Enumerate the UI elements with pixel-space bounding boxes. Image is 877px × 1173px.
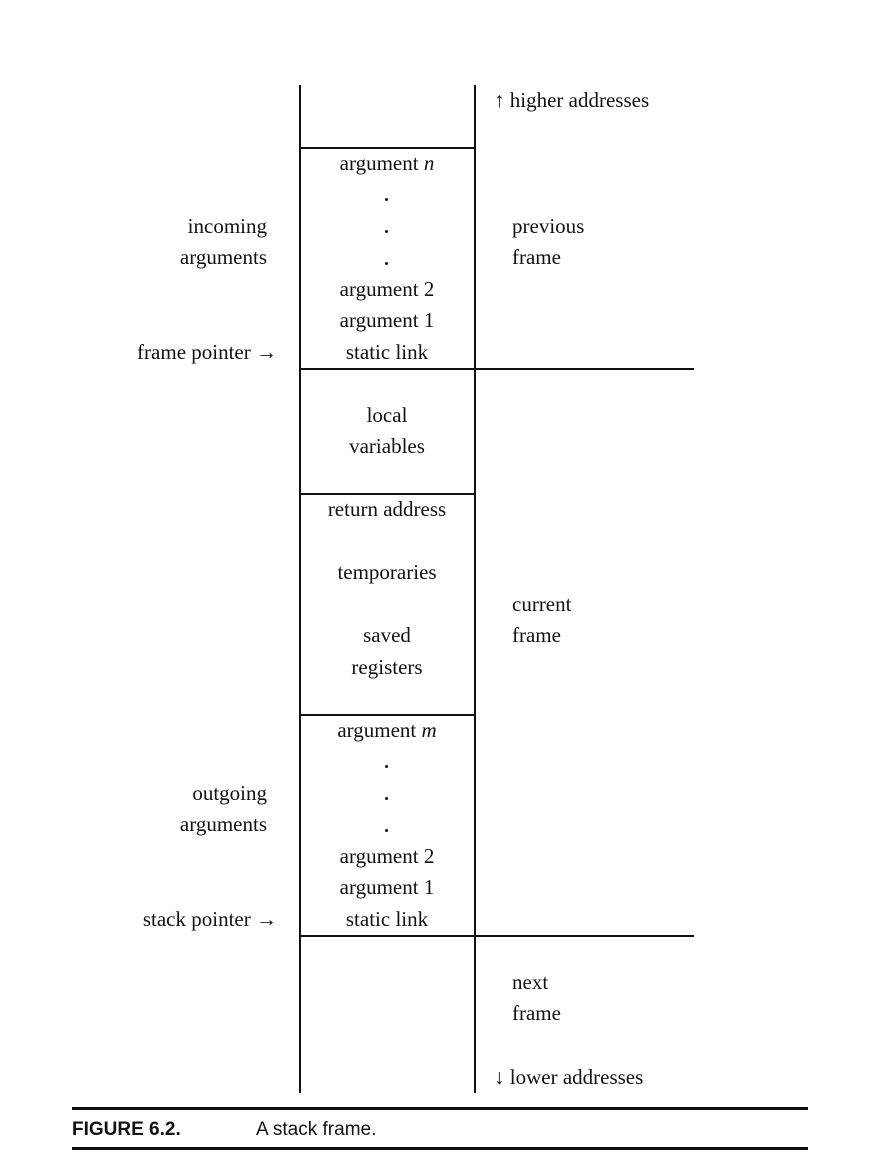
next-frame-label-line1: next	[512, 970, 549, 994]
incoming-static-link-cell: static link	[345, 340, 429, 364]
divider-current-frame-bottom	[300, 935, 694, 937]
argument-n-prefix: argument	[339, 151, 419, 175]
incoming-arguments-label-line1: incoming	[187, 214, 267, 238]
argument-m-variable: m	[421, 718, 437, 742]
previous-frame-label-line2: frame	[512, 245, 561, 269]
outgoing-argument-2-cell: argument 2	[339, 844, 435, 868]
previous-frame-label-line1: previous	[512, 214, 585, 238]
current-frame-label-line2: frame	[512, 623, 561, 647]
ellipsis-dot	[385, 198, 388, 201]
outgoing-argument-1-cell: argument 1	[339, 875, 435, 899]
local-variables-cell-line1: local	[366, 403, 408, 427]
divider-previous-frame-bottom	[300, 368, 694, 370]
current-frame-label-line1: current	[512, 592, 572, 616]
ellipsis-dot	[385, 797, 388, 800]
incoming-argument-1-cell: argument 1	[339, 308, 435, 332]
caption-bottom-rule	[72, 1147, 808, 1150]
next-frame-label-line2: frame	[512, 1001, 561, 1025]
argument-n-cell: argument n	[300, 151, 474, 175]
argument-n-variable: n	[423, 151, 435, 175]
argument-m-prefix: argument	[337, 718, 417, 742]
local-variables-cell-line2: variables	[349, 434, 425, 458]
stack-pointer-label: stack pointer →	[142, 907, 277, 931]
saved-registers-cell-line1: saved	[363, 623, 411, 647]
ellipsis-dot	[385, 829, 388, 832]
return-address-cell: return address	[327, 497, 447, 521]
divider-locals-bottom	[300, 493, 475, 495]
ellipsis-dot	[385, 262, 388, 265]
outgoing-static-link-cell: static link	[345, 907, 429, 931]
figure-caption: A stack frame.	[256, 1119, 377, 1140]
ellipsis-dot	[385, 230, 388, 233]
stack-right-border	[474, 85, 476, 1093]
caption-top-rule	[72, 1107, 808, 1110]
divider-argument-n-top	[300, 147, 475, 149]
lower-addresses-label: ↓ lower addresses	[494, 1065, 644, 1089]
incoming-arguments-label-line2: arguments	[179, 245, 267, 269]
frame-pointer-label: frame pointer →	[137, 340, 277, 364]
saved-registers-cell-line2: registers	[351, 655, 423, 679]
divider-saved-registers-bottom	[300, 714, 475, 716]
figure-label: FIGURE 6.2.	[72, 1119, 181, 1140]
temporaries-cell: temporaries	[337, 560, 437, 584]
argument-m-cell: argument m	[300, 718, 474, 742]
outgoing-arguments-label-line2: arguments	[179, 812, 267, 836]
outgoing-arguments-label-line1: outgoing	[192, 781, 267, 805]
ellipsis-dot	[385, 765, 388, 768]
higher-addresses-label: ↑ higher addresses	[494, 88, 650, 112]
incoming-argument-2-cell: argument 2	[339, 277, 435, 301]
stack-left-border	[299, 85, 301, 1093]
